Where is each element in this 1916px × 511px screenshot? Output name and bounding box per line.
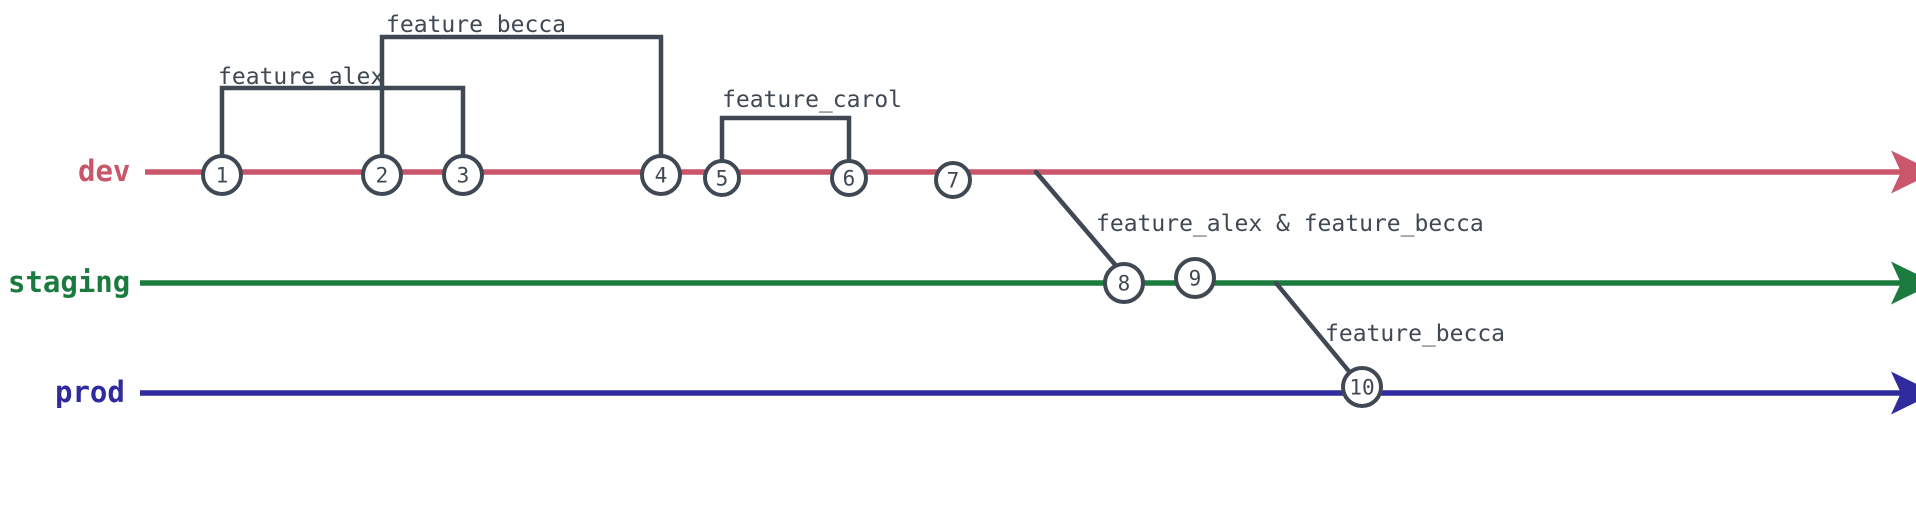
branch-label-prod[interactable]: prod (55, 375, 125, 409)
commit-node-9[interactable] (1174, 257, 1216, 299)
feature-label-alex: feature_alex (218, 64, 385, 90)
branch-label-dev[interactable]: dev (78, 154, 131, 188)
merge-line-1 (1273, 280, 1355, 378)
commit-node-group (201, 154, 1383, 408)
commit-number-10: 10 (1349, 375, 1375, 400)
commit-number-4: 4 (654, 163, 668, 188)
merge-label-becca: feature_becca (1325, 321, 1506, 347)
merge-line-0 (1033, 169, 1121, 271)
commit-node-5[interactable] (703, 159, 741, 197)
feature-label-carol: feature_carol (722, 87, 903, 113)
branch-lines-group (140, 150, 1916, 415)
feature-bracket-1 (379, 34, 664, 160)
commit-node-3[interactable] (442, 154, 484, 196)
commit-number-9: 9 (1188, 266, 1202, 291)
commit-number-2: 2 (375, 163, 389, 188)
commit-node-6[interactable] (830, 159, 868, 197)
commit-node-2[interactable] (361, 154, 403, 196)
commit-number-5: 5 (715, 166, 729, 191)
feature-label-becca: feature_becca (386, 12, 567, 38)
commit-number-8: 8 (1117, 271, 1131, 296)
commit-node-1[interactable] (201, 154, 243, 196)
commit-number-6: 6 (842, 166, 856, 191)
commit-number-3: 3 (456, 163, 470, 188)
merge-line-group (1033, 169, 1355, 378)
branch-label-staging[interactable]: staging (8, 265, 131, 299)
commit-node-10[interactable] (1341, 366, 1383, 408)
commit-number-1: 1 (215, 163, 229, 188)
feature-bracket-2 (719, 115, 852, 162)
commit-node-8[interactable] (1103, 262, 1145, 304)
commit-node-7[interactable] (934, 161, 972, 199)
merge-label-alex-and-becca: feature_alex & feature_becca (1096, 211, 1484, 237)
commit-number-7: 7 (946, 168, 960, 193)
commit-node-4[interactable] (640, 154, 682, 196)
feature-bracket-0 (219, 85, 466, 160)
feature-bracket-group (219, 34, 852, 162)
